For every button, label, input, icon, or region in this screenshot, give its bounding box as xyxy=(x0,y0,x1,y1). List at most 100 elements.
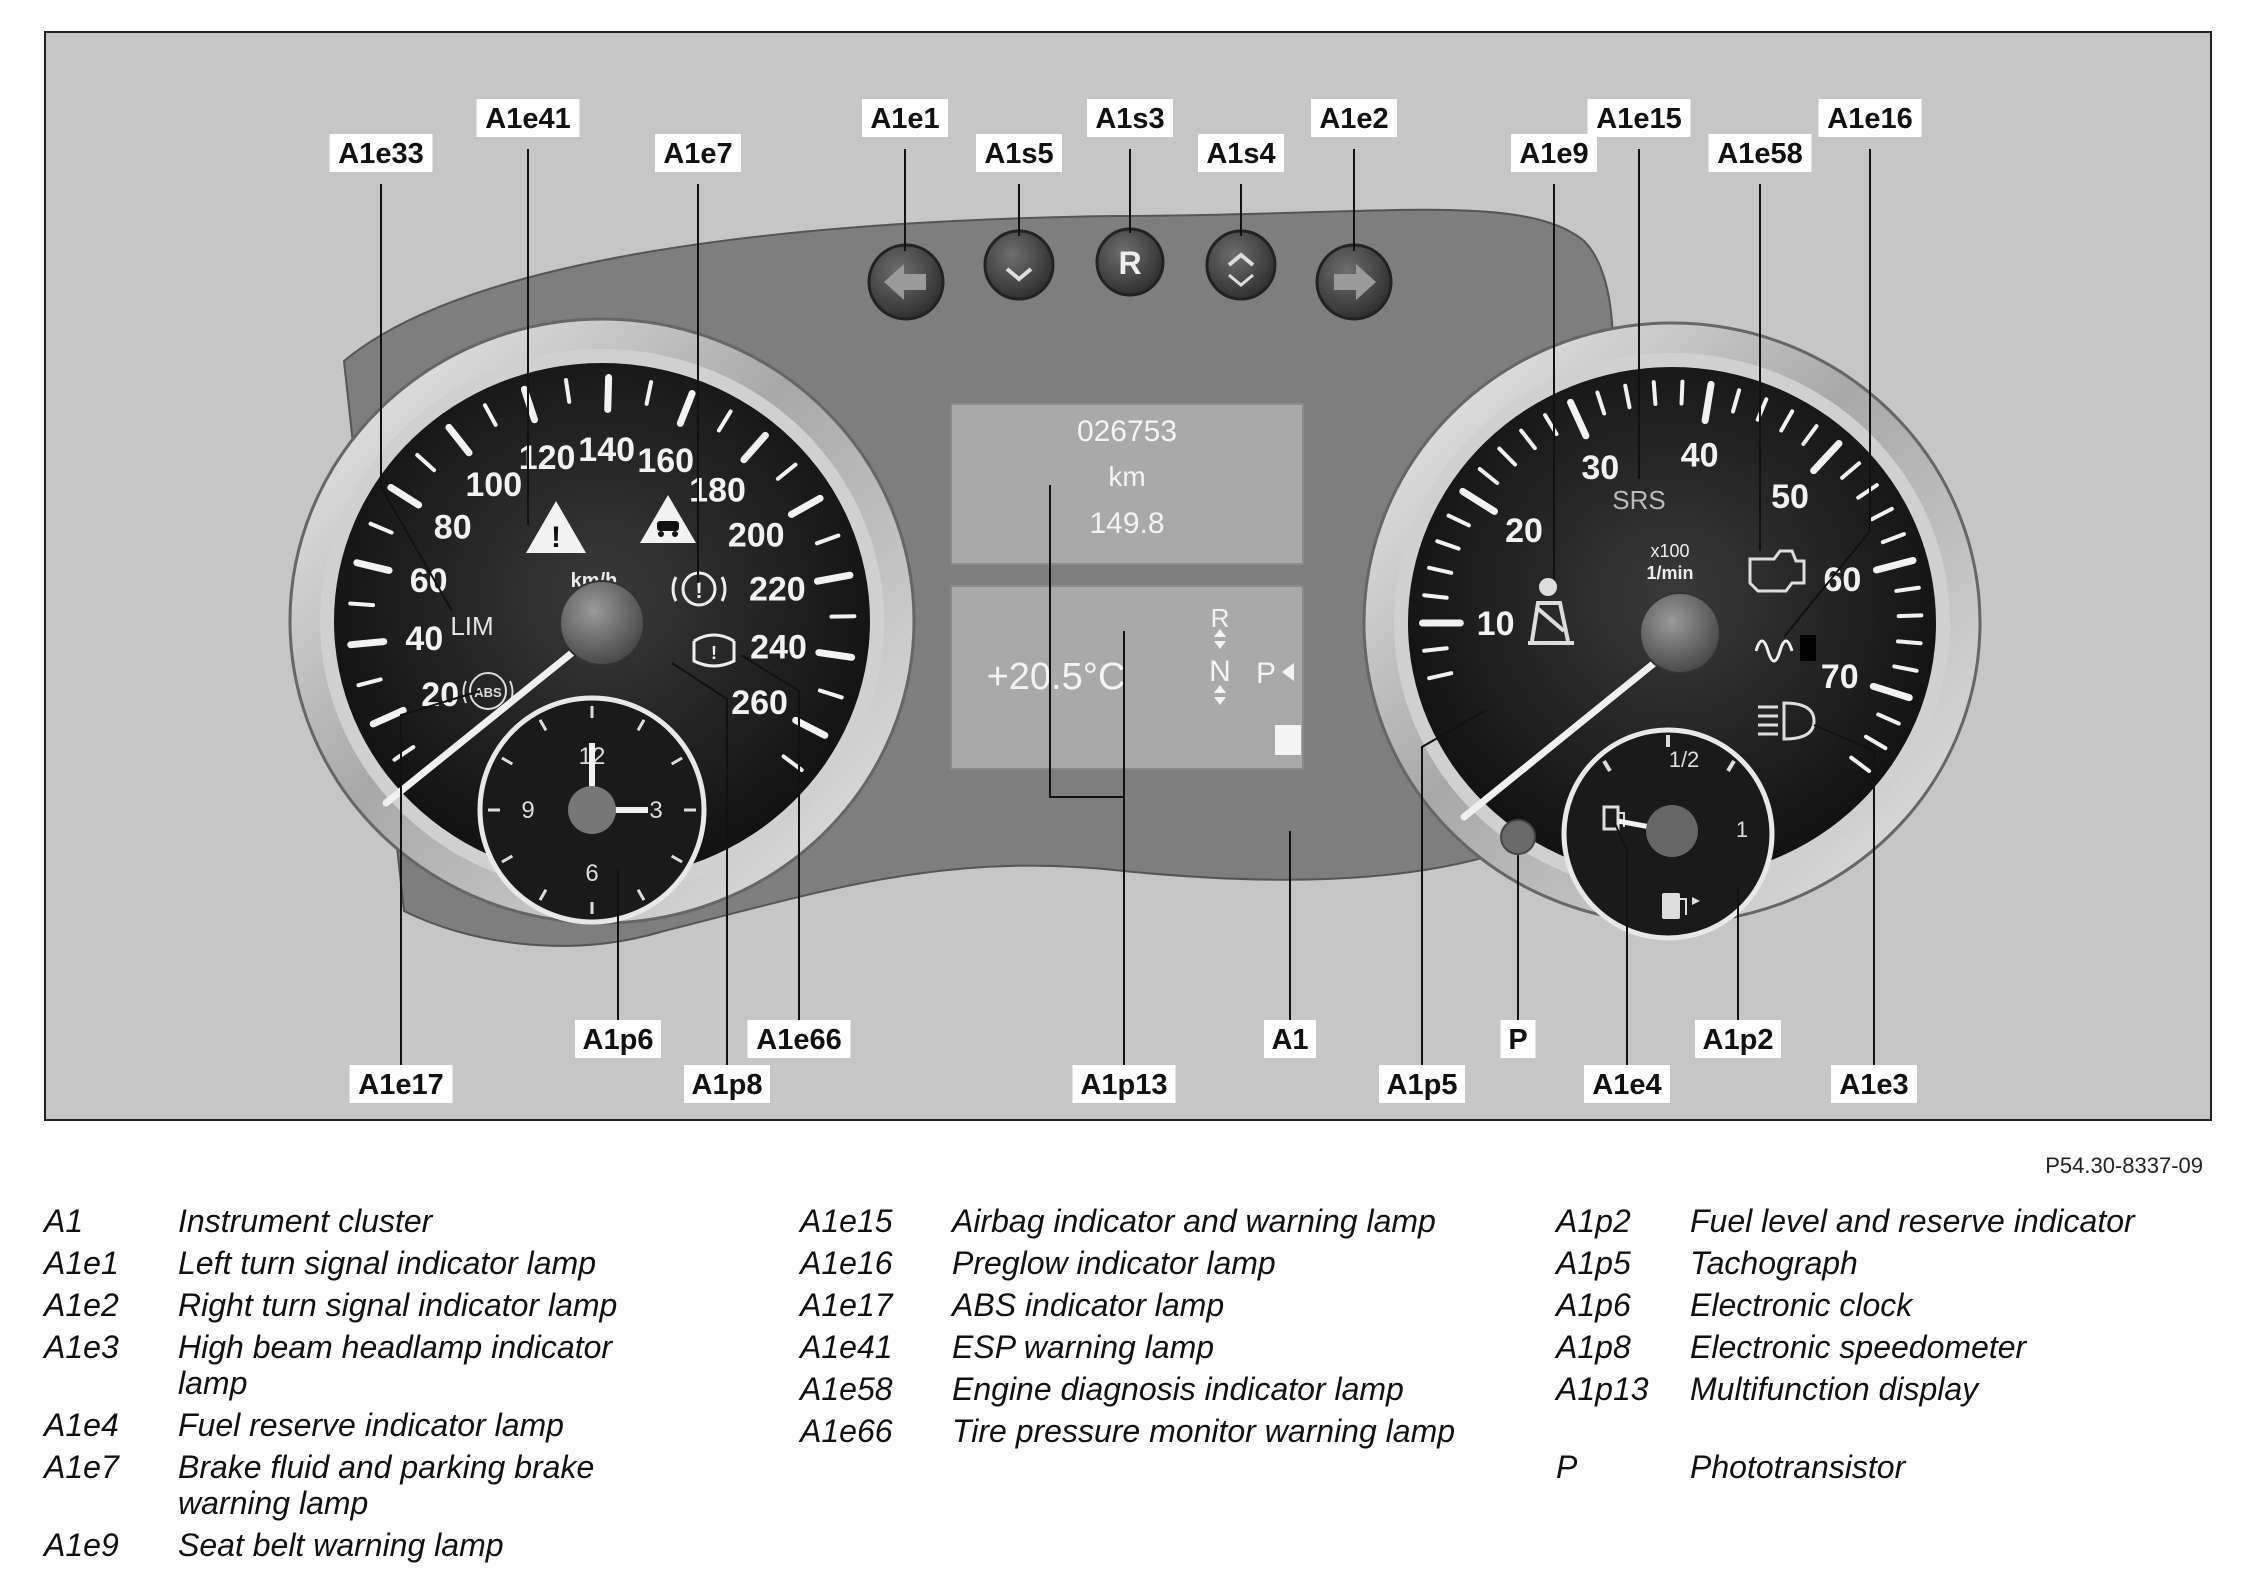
speedo-scale-label: 100 xyxy=(465,466,522,504)
seat-belt-icon xyxy=(1528,578,1574,645)
callout-box xyxy=(862,99,948,137)
speedo-tick xyxy=(445,423,473,457)
speedo-tick xyxy=(392,745,416,762)
callout-box xyxy=(976,134,1062,172)
tire-pressure-icon: ! xyxy=(692,633,736,668)
right-turn-button[interactable] xyxy=(1315,243,1393,321)
phototransistor xyxy=(1500,819,1536,855)
esp-car-icon xyxy=(640,495,696,543)
reset-button-label: R xyxy=(1118,245,1141,281)
callout-a1: A1 xyxy=(1271,1024,1308,1056)
chevron-down-icon xyxy=(1005,267,1033,282)
legend-code: A1e2 xyxy=(44,1287,119,1323)
callout-a1e41: A1e41 xyxy=(485,103,570,135)
tacho-tick xyxy=(1894,585,1921,593)
tacho-tick xyxy=(1880,532,1906,545)
legend-code: A1e3 xyxy=(44,1329,119,1365)
left-turn-button[interactable] xyxy=(867,243,945,321)
callout-box xyxy=(1587,99,1691,137)
callout-box xyxy=(1831,1065,1917,1103)
callout-a1e15: A1e15 xyxy=(1596,103,1681,135)
svg-text:!: ! xyxy=(695,578,702,603)
callout-box xyxy=(1264,1020,1316,1058)
document-reference: P54.30-8337-09 xyxy=(2045,1153,2203,1178)
callout-a1p5: A1p5 xyxy=(1387,1069,1458,1101)
clock-number-3: 3 xyxy=(649,797,662,824)
speedo-ticks xyxy=(347,374,857,772)
callout-box xyxy=(747,1020,851,1058)
clock-tick xyxy=(538,719,548,732)
tacho-tick xyxy=(1422,593,1449,600)
legend-code: A1p6 xyxy=(1556,1287,1631,1323)
preglow-icon xyxy=(1754,635,1816,663)
tacho-unit-top: x100 xyxy=(1650,541,1689,561)
callout-a1e7: A1e7 xyxy=(663,138,732,170)
legend-row: A1e2 Right turn signal indicator lamp xyxy=(44,1287,684,1323)
esp-warning-icon: ! xyxy=(526,501,586,554)
button-s4[interactable] xyxy=(1205,229,1277,301)
gear-selected-marker xyxy=(1282,663,1294,681)
multifunction-display: 026753 km 149.8 +20.5°C R N P xyxy=(950,403,1304,770)
tacho-tick xyxy=(1623,383,1632,410)
tacho-tick xyxy=(1595,390,1607,416)
callout-box xyxy=(1311,99,1397,137)
speedo-tick xyxy=(787,494,824,518)
legend-code: A1p5 xyxy=(1556,1245,1631,1281)
reset-button[interactable]: R xyxy=(1095,227,1165,297)
svg-text:!: ! xyxy=(551,521,561,554)
callout-a1p6: A1p6 xyxy=(583,1024,654,1056)
tacho-tick xyxy=(1840,461,1862,480)
speedo-tick xyxy=(792,716,829,739)
tacho-tick xyxy=(1519,428,1537,451)
legend-code: A1e66 xyxy=(800,1413,893,1449)
clock-tick xyxy=(636,888,646,901)
clock-tick xyxy=(636,719,646,732)
callout-box xyxy=(1584,1065,1670,1103)
gear-p: P xyxy=(1256,657,1276,690)
tacho-tick xyxy=(1896,613,1924,619)
tacho-tick xyxy=(1876,712,1901,726)
tacho-tick xyxy=(1869,682,1913,702)
button-s5[interactable] xyxy=(983,229,1055,301)
speedo-needle xyxy=(382,623,608,807)
speedo-tick xyxy=(604,374,613,414)
callout-a1s4: A1s4 xyxy=(1206,138,1275,170)
speedo-tick xyxy=(387,483,423,509)
odometer-value: 026753 xyxy=(1077,415,1177,448)
chevron-up-icon xyxy=(1227,252,1255,267)
tacho-tick xyxy=(1896,639,1923,646)
speedo-scale-label: 200 xyxy=(728,516,785,554)
callout-a1e58: A1e58 xyxy=(1717,138,1802,170)
right-arrow-icon xyxy=(1334,264,1376,300)
legend-desc: Multifunction display xyxy=(1690,1371,1979,1407)
speedo-scale-label: 40 xyxy=(405,620,443,658)
tacho-tick xyxy=(1427,565,1454,575)
callout-a1s3: A1s3 xyxy=(1095,103,1164,135)
speedo-scale-label: 140 xyxy=(578,431,635,469)
callout-a1e9: A1e9 xyxy=(1519,138,1588,170)
callout-box xyxy=(684,1065,770,1103)
speedo-tick xyxy=(369,706,407,728)
tacho-scale-label: 20 xyxy=(1505,512,1543,550)
legend-code: A1e15 xyxy=(800,1203,893,1239)
tacho-tick xyxy=(1869,506,1894,522)
gear-n: N xyxy=(1209,655,1231,688)
callout-a1e66: A1e66 xyxy=(756,1024,841,1056)
clock-tick xyxy=(501,854,514,864)
tacho-scale-label: 70 xyxy=(1821,658,1859,696)
callout-a1e2: A1e2 xyxy=(1319,103,1388,135)
legend-desc: Right turn signal indicator lamp xyxy=(178,1287,618,1323)
legend-code: A1e9 xyxy=(44,1527,119,1563)
tacho-scale-label: 30 xyxy=(1581,449,1619,487)
callout-a1p2: A1p2 xyxy=(1703,1024,1774,1056)
tacho-tick xyxy=(1497,446,1518,467)
legend-code: A1p13 xyxy=(1556,1371,1649,1407)
speedo-tick xyxy=(347,638,388,649)
